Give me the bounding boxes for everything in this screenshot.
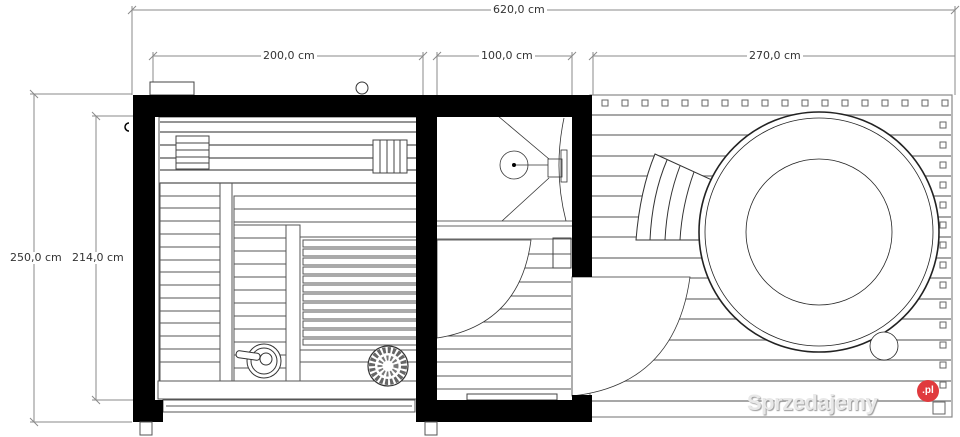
- dim-interior-depth: 214,0 cm: [70, 251, 126, 264]
- dim-terrace-width: 270,0 cm: [747, 49, 803, 62]
- water-bucket-icon: [235, 343, 282, 379]
- dim-total-width: 620,0 cm: [491, 3, 547, 16]
- sauna-room: [133, 81, 421, 418]
- shower-room: [436, 115, 572, 416]
- door-swing-terrace: [571, 276, 691, 397]
- wall-vent-right: [372, 139, 408, 174]
- walls: [133, 95, 592, 422]
- hot-tub-steps: [635, 153, 713, 241]
- door-swing-shower: [436, 239, 532, 339]
- dim-shower-width: 100,0 cm: [479, 49, 535, 62]
- watermark-text: Sprzedajemy: [747, 390, 878, 415]
- hot-tub: [698, 111, 940, 361]
- dim-total-depth: 250,0 cm: [8, 251, 64, 264]
- wall-vent-left: [175, 135, 210, 170]
- dim-sauna-width: 200,0 cm: [261, 49, 317, 62]
- watermark-badge: .pl: [917, 380, 939, 402]
- sauna-stove-icon: [367, 345, 409, 387]
- railing-posts: [601, 99, 949, 415]
